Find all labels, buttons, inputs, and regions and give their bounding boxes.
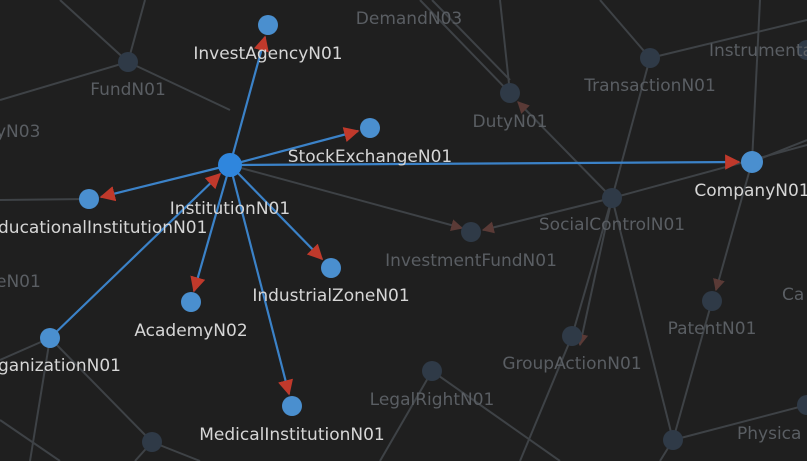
node-stockexchange[interactable]	[360, 118, 380, 138]
node-industrialzone[interactable]	[321, 258, 341, 278]
label-investmentfund: InvestmentFundN01	[385, 251, 557, 271]
node-institution[interactable]	[218, 153, 242, 177]
dim-nodes[interactable]	[118, 40, 807, 452]
node-groupaction[interactable]	[562, 326, 582, 346]
label-institution: InstitutionN01	[170, 199, 290, 219]
node-patent[interactable]	[702, 291, 722, 311]
node-duty[interactable]	[500, 83, 520, 103]
label-industrialzone: IndustrialZoneN01	[252, 286, 409, 306]
label-educationalinstitution: ducationalInstitutionN01	[0, 218, 207, 238]
highlighted-edges	[49, 35, 741, 396]
edge-institution-company	[229, 154, 741, 170]
node-unnamed-right[interactable]	[797, 395, 807, 415]
dim-directed-edges	[229, 0, 753, 347]
label-duty: DutyN01	[473, 112, 548, 132]
node-physical[interactable]	[663, 430, 683, 450]
edge-institution-medical	[228, 164, 293, 396]
node-instrumental[interactable]	[797, 40, 807, 60]
node-investmentfund[interactable]	[461, 222, 481, 242]
node-educationalinstitution[interactable]	[79, 189, 99, 209]
node-medicalinstitution[interactable]	[282, 396, 302, 416]
node-company[interactable]	[741, 151, 763, 173]
label-ca: Ca	[782, 285, 804, 305]
highlighted-nodes[interactable]	[40, 15, 763, 416]
label-yn03: yN03	[0, 122, 40, 142]
label-stockexchange: StockExchangeN01	[288, 147, 452, 167]
label-patent: PatentN01	[668, 319, 757, 339]
label-investagency: InvestAgencyN01	[193, 44, 342, 64]
label-academy: AcademyN02	[134, 321, 247, 341]
node-transaction[interactable]	[640, 48, 660, 68]
label-organization: ganizationN01	[0, 356, 121, 376]
node-legalright[interactable]	[422, 361, 442, 381]
edge-institution-stockexchange	[229, 127, 360, 167]
label-en01: eN01	[0, 272, 41, 292]
node-socialcontrol[interactable]	[602, 188, 622, 208]
label-physical: Physica	[737, 424, 801, 444]
label-medicalinstitution: MedicalInstitutionN01	[199, 425, 385, 445]
node-fund[interactable]	[118, 52, 138, 72]
edge-institution-educational	[99, 163, 231, 202]
node-unnamed-bottom[interactable]	[142, 432, 162, 452]
label-demand: DemandN03	[356, 9, 462, 29]
node-academy[interactable]	[181, 292, 201, 312]
edge-institution-investagency	[228, 35, 269, 166]
edge-institution-industrialzone	[229, 164, 324, 261]
node-labels: FundN01 DemandN03 DutyN01 TransactionN01…	[0, 9, 807, 445]
label-legalright: LegalRightN01	[370, 390, 495, 410]
node-organization[interactable]	[40, 328, 60, 348]
label-socialcontrol: SocialControlN01	[539, 215, 685, 235]
edge-institution-academy	[190, 164, 232, 293]
node-investagency[interactable]	[258, 15, 278, 35]
label-company: CompanyN01	[694, 181, 807, 201]
edge-organization-institution	[49, 172, 222, 339]
label-transaction: TransactionN01	[583, 76, 716, 96]
label-instrumental: Instrumenta	[709, 41, 807, 61]
label-groupaction: GroupActionN01	[502, 354, 641, 374]
label-fund: FundN01	[90, 80, 166, 100]
